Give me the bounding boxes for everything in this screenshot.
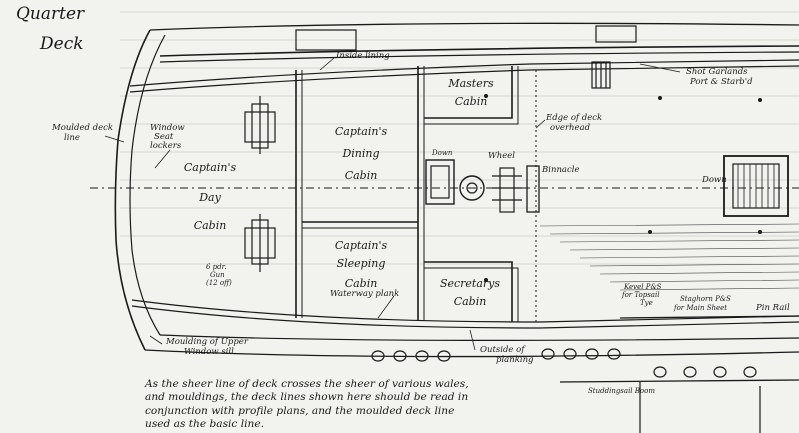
captains-sleeping-cabin-l1: Captain's [334,239,388,252]
moulded-deck-line-l2: line [64,133,80,143]
masters-cabin-l1: Masters [448,77,494,90]
masters-cabin-l2: Cabin [454,95,488,108]
shot-garlands-l2: Port & Starb'd [690,77,753,87]
gun-l3: (12 off) [206,279,232,287]
captains-dining-cabin-l2: Dining [342,147,380,160]
window-seat-lockers-l1: Window [150,123,185,133]
waterway-plank-label: Waterway plank [330,289,400,299]
kevel-pins-l1: Kevel P&S [624,283,662,291]
moulding-window-sill-l1: Moulding of Upper [166,337,248,347]
edge-of-deck-l1: Edge of deck [546,113,603,123]
caption-line-4: used as the basic line. [145,418,264,431]
pin-rail-label: Pin Rail [756,303,790,313]
wheel-label: Wheel [488,151,515,161]
captains-sleeping-cabin-l3: Cabin [344,277,378,290]
captains-day-cabin-l2: Day [199,191,221,204]
edge-of-deck-l2: overhead [550,123,591,133]
captains-day-cabin-l1: Captain's [183,161,237,174]
secretarys-cabin-l1: Secretarys [439,277,501,290]
title-line-1: Quarter [16,4,85,24]
gun-l1: 6 pdr. [206,263,227,271]
kevel-pins-l2: for Topsail [622,291,660,299]
caption-line-3: conjunction with profile plans, and the … [145,404,455,417]
captains-dining-cabin-l1: Captain's [334,125,388,138]
captains-day-cabin-l3: Cabin [193,219,227,232]
moulded-deck-line-l1: Moulded deck [52,123,114,133]
gun-l2: Gun [210,271,225,279]
caption-note: As the sheer line of deck crosses the sh… [145,378,475,432]
kevel-pins-l3: Tye [640,299,653,307]
caption-line-1: As the sheer line of deck crosses the sh… [145,378,469,390]
down-hatch-small-label: Down [432,149,453,157]
caption-line-2: and mouldings, the deck lines shown here… [145,391,469,404]
captains-sleeping-cabin-l2: Sleeping [336,257,386,270]
outside-of-planking-l1: Outside of [480,345,525,355]
staghorn-l1: Staghorn P&S [680,295,731,303]
inside-lining-label: Inside lining [336,51,390,61]
shot-garlands-l1: Shot Garlands [686,67,748,77]
captains-dining-cabin-l3: Cabin [344,169,378,182]
binnacle-label: Binnacle [542,165,580,175]
down-hatch-large-label: Down [702,175,727,185]
window-seat-lockers-l3: lockers [150,141,182,151]
title-line-2: Deck [40,34,84,54]
staghorn-l2: for Main Sheet [674,304,728,312]
studdingsail-boom-label: Studdingsail Boom [588,387,655,395]
window-seat-lockers-l2: Seat [154,132,174,142]
moulding-window-sill-l2: Window sill. [184,347,237,357]
secretarys-cabin-l2: Cabin [453,295,487,308]
outside-of-planking-l2: planking [496,355,534,365]
